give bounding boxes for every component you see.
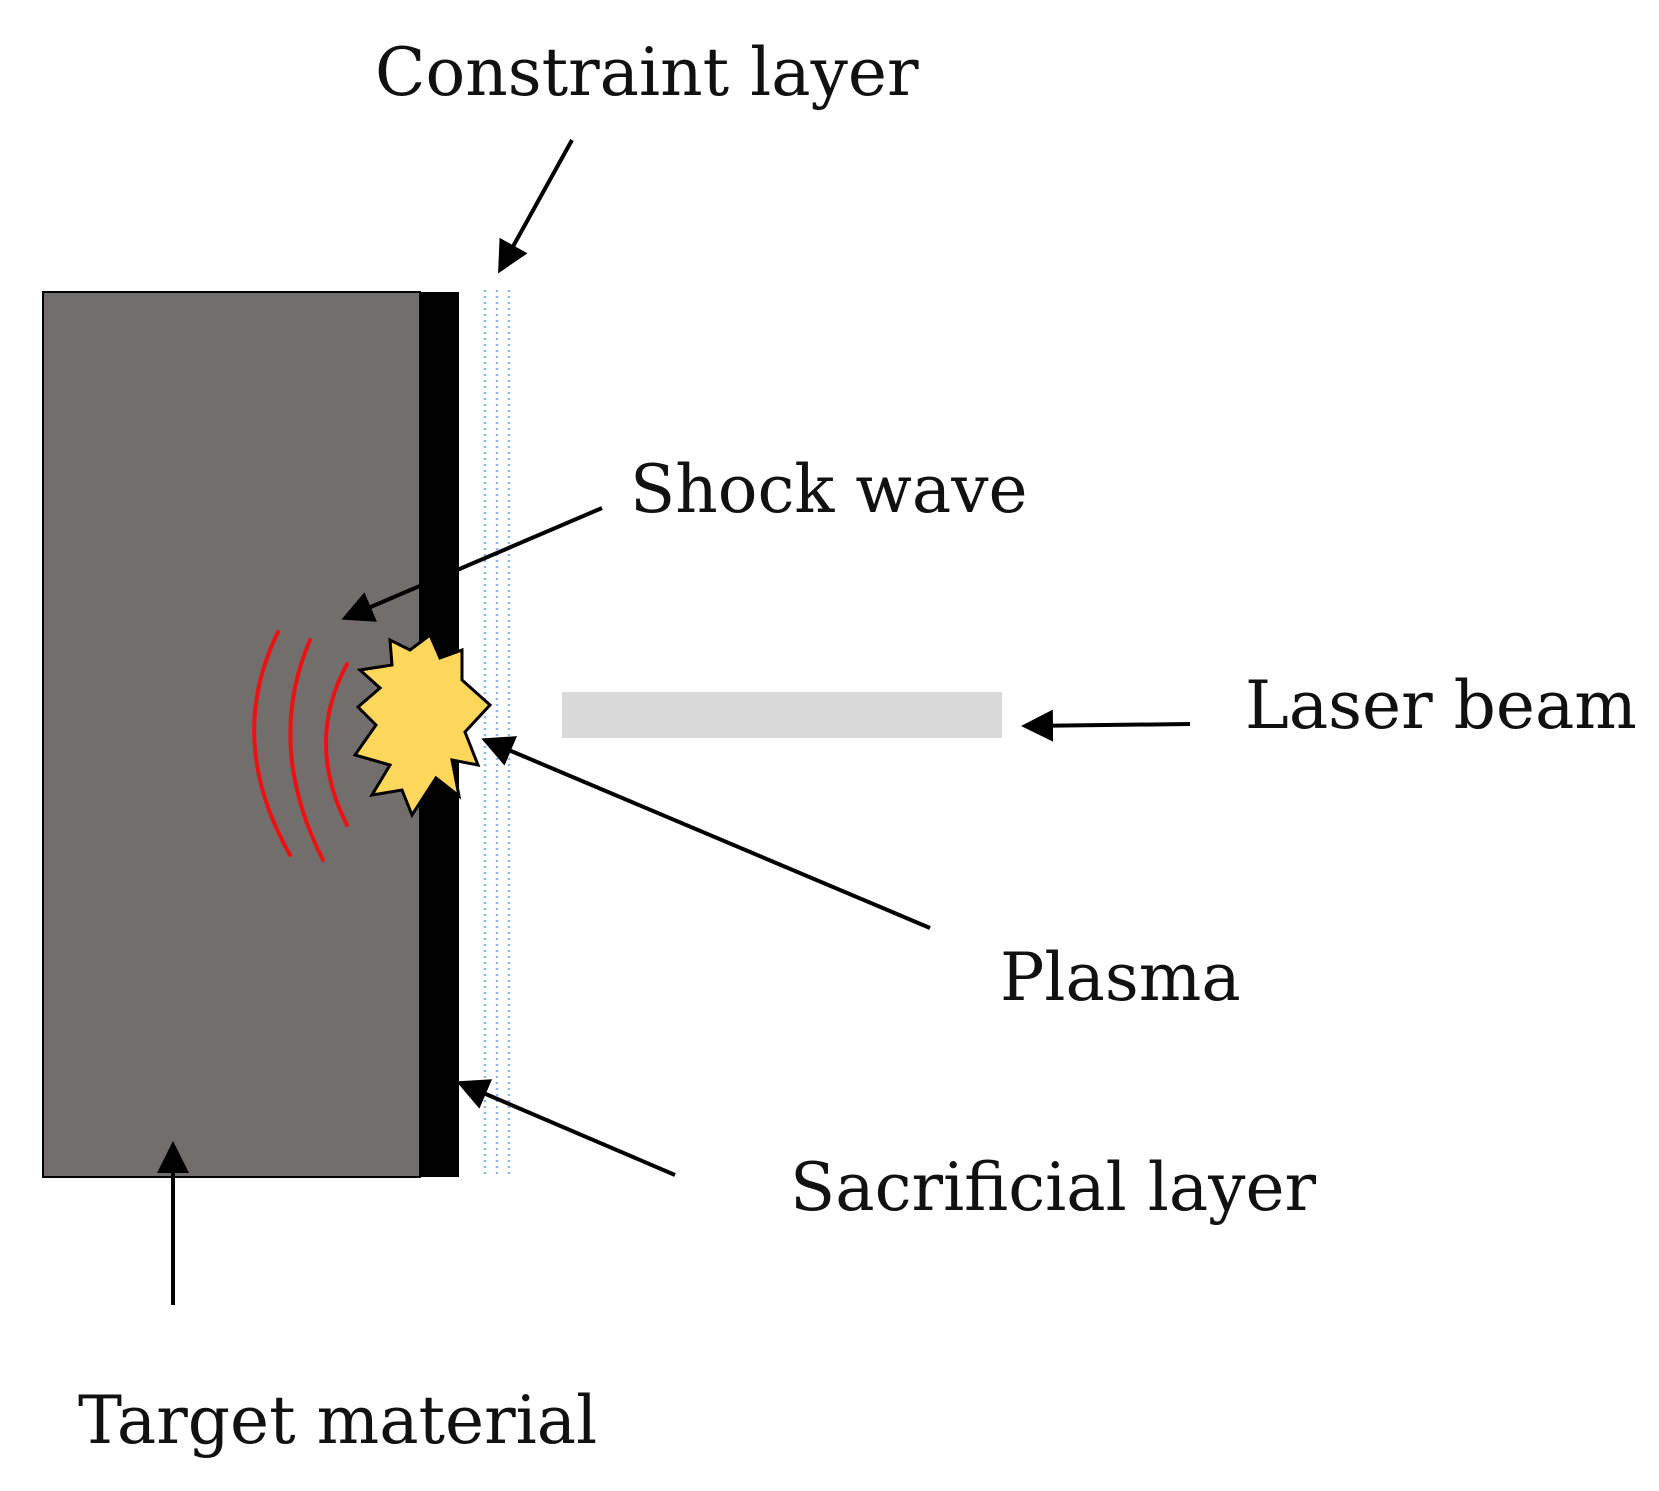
- plasma-label: Plasma: [1000, 939, 1241, 1016]
- laser-beam-arrow: [1021, 709, 1191, 742]
- plasma-burst: [352, 632, 493, 819]
- sacrificial-layer-label: Sacrificial layer: [790, 1149, 1317, 1226]
- shock-wave-label: Shock wave: [630, 451, 1028, 528]
- plasma-arrow: [481, 736, 931, 930]
- sacrificial-layer-arrow: [456, 1079, 676, 1177]
- laser-beam-label: Laser beam: [1245, 667, 1637, 744]
- constraint-layer-arrow: [498, 139, 574, 274]
- constraint-layer-label: Constraint layer: [375, 34, 919, 111]
- target-material-label: Target material: [78, 1382, 597, 1459]
- arrows: [157, 139, 1191, 1305]
- laser-beam-bar: [562, 692, 1002, 738]
- target-material-block: [42, 291, 421, 1178]
- constraint-layer: [483, 290, 511, 1178]
- shock-wave-arcs: [252, 630, 349, 862]
- shock-wave-arrow: [341, 506, 603, 622]
